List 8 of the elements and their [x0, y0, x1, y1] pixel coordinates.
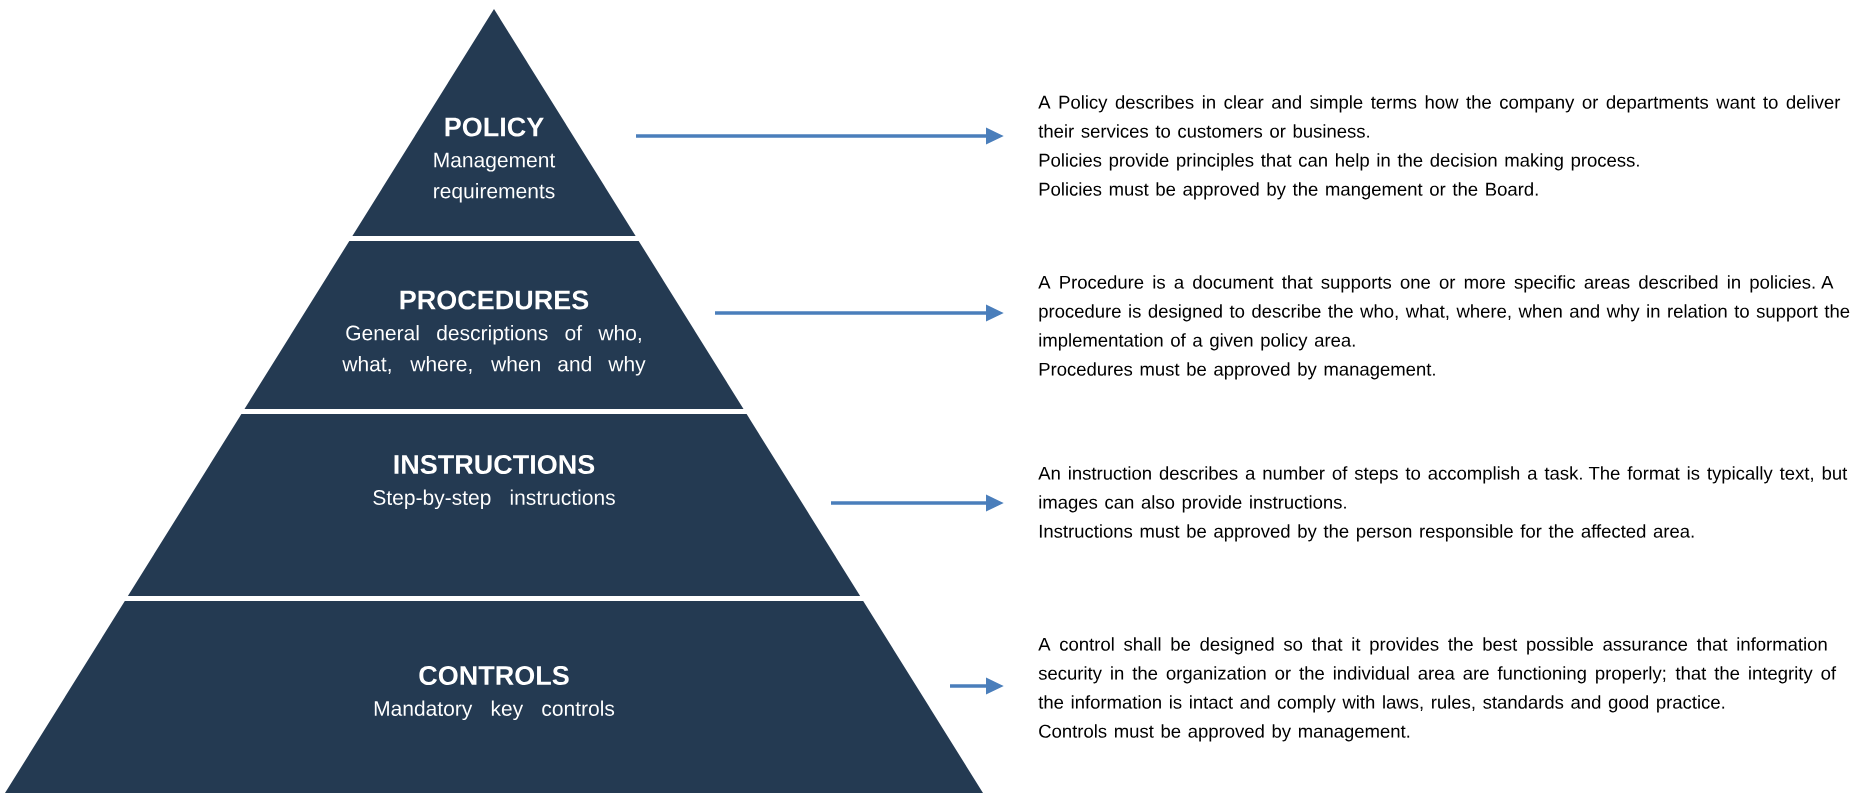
pyramid-tier: POLICY Management requirements	[352, 9, 636, 236]
description-text: An instruction describes a number of steps to accomplish a task. The format is typically text, but images can also provide instructions. Instructions must be approved by the person responsible for the affected area.	[1038, 466, 1848, 542]
description-text: A control shall be designed so that it provides the best possible assurance that information security in the organization or the individual area are functioning properly; that the integrity of the information is intact and comply with laws, rules, standards and good practice. Controls must be approved by management.	[1038, 637, 1837, 742]
description-text: A Policy describes in clear and simple terms how the company or departments want to deliver their services to customers or business. Policies provide principles that can help in the decision making process. Policies must be approved by the mangement or the Board.	[1038, 95, 1841, 200]
pyramid-tier: PROCEDURES General descriptions of who, what, where, when and why	[244, 241, 744, 409]
description-text: A Procedure is a document that supports one or more specific areas described in policies. A procedure is designed to describe the who, what, where, when and why in relation to support the implementation of a given policy area. Procedures must be approved by management.	[1038, 275, 1850, 380]
pyramid-tier: CONTROLS Mandatory key controls	[5, 601, 983, 793]
pyramid-tier: INSTRUCTIONS Step-by-step instructions	[127, 414, 861, 596]
